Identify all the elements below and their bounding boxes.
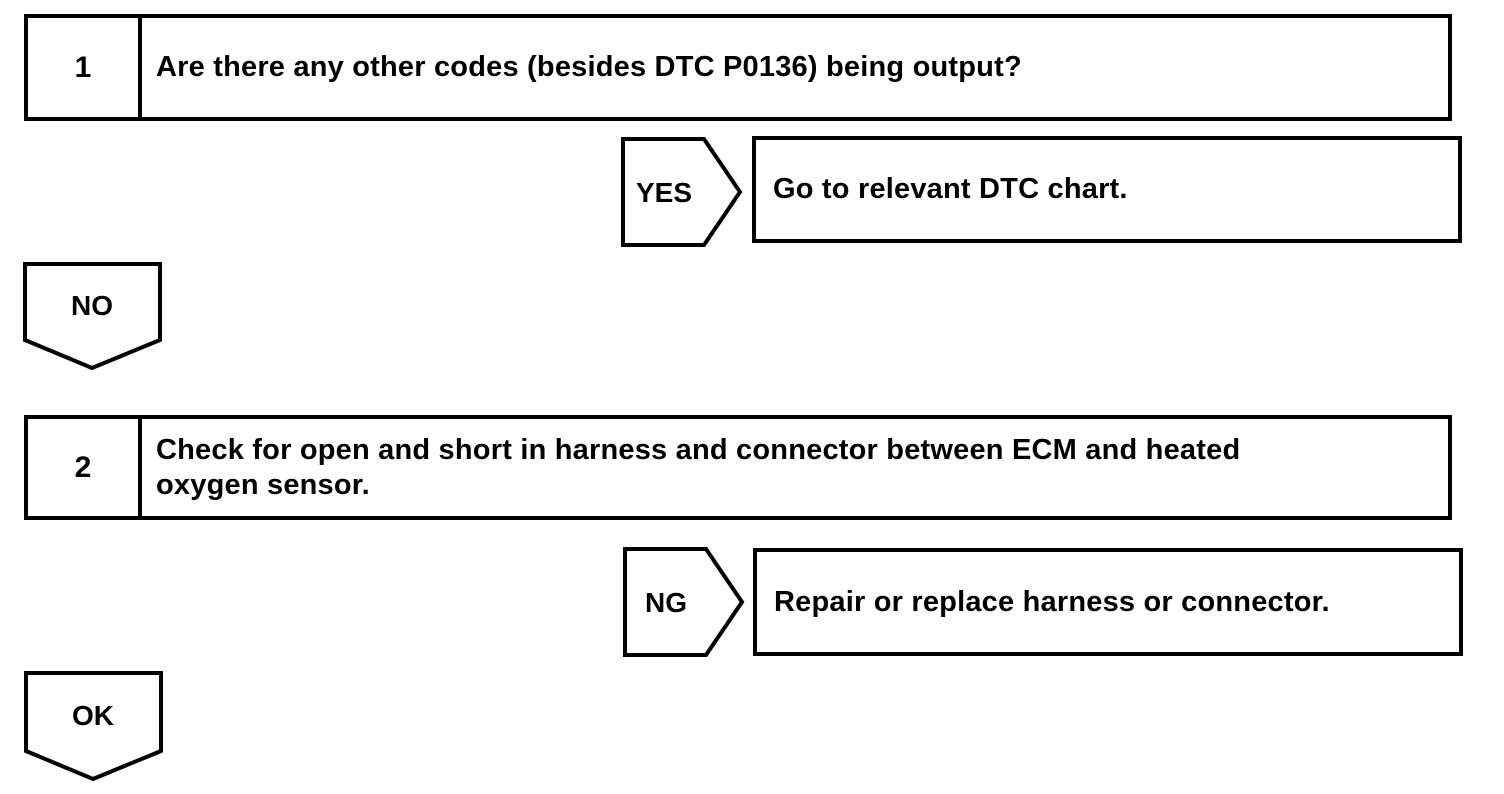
ng-branch-pointer: NG xyxy=(623,547,745,657)
yes-branch-pointer: YES xyxy=(621,137,743,247)
step-1-question: Are there any other codes (besides DTC P… xyxy=(156,51,1022,84)
yes-result-text: Go to relevant DTC chart. xyxy=(773,173,1128,205)
ng-result-box: Repair or replace harness or connector. xyxy=(753,548,1463,656)
no-continue-pentagon: NO xyxy=(23,262,162,370)
yes-pointer-shape xyxy=(621,137,743,247)
ng-result-text: Repair or replace harness or connector. xyxy=(774,585,1330,618)
yes-label: YES xyxy=(636,177,692,208)
ok-label: OK xyxy=(72,700,114,731)
step-2-box: 2 Check for open and short in harness an… xyxy=(24,415,1452,520)
step-1-number: 1 xyxy=(28,18,142,117)
step-1-box: 1 Are there any other codes (besides DTC… xyxy=(24,14,1452,121)
ok-pentagon-shape xyxy=(24,671,163,781)
ng-label: NG xyxy=(645,587,687,618)
step-2-instruction: Check for open and short in harness and … xyxy=(156,433,1241,501)
no-pentagon-shape xyxy=(23,262,162,370)
ok-continue-pentagon: OK xyxy=(24,671,163,781)
step-2-number: 2 xyxy=(28,419,142,516)
no-label: NO xyxy=(71,290,113,321)
yes-result-box: Go to relevant DTC chart. xyxy=(752,136,1462,243)
ng-pointer-shape xyxy=(623,547,745,657)
